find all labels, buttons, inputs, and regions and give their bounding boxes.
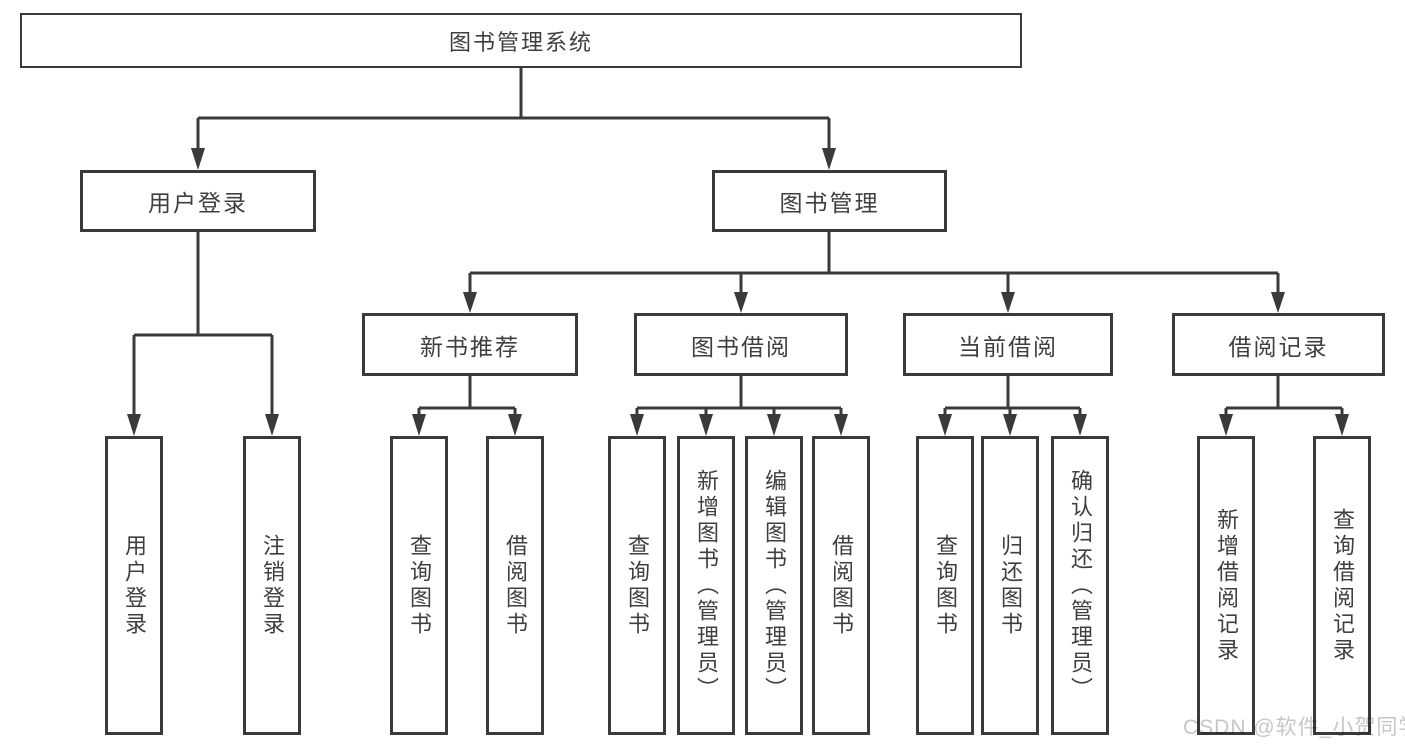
connector-book-borrow-to-leaves: [630, 376, 848, 436]
leaf-query-books-borrow: 查询图书: [608, 436, 666, 735]
leaf-query-books-current: 查询图书: [916, 436, 974, 735]
node-root-system: 图书管理系统: [20, 13, 1022, 68]
node-borrow-records: 借阅记录: [1172, 313, 1385, 376]
leaf-borrow-books: 借阅图书: [812, 436, 870, 735]
leaf-add-book-admin: 新增图书（管理员）: [677, 436, 735, 735]
leaf-query-borrow-record: 查询借阅记录: [1313, 436, 1371, 735]
leaf-edit-book-admin: 编辑图书（管理员）: [745, 436, 803, 735]
node-user-login: 用户登录: [80, 170, 316, 232]
leaf-add-borrow-record: 新增借阅记录: [1197, 436, 1255, 735]
connector-borrow-records-to-leaves: [1219, 376, 1349, 436]
leaf-return-books: 归还图书: [981, 436, 1039, 735]
connector-current-borrow-to-leaves: [938, 376, 1087, 436]
leaf-user-login: 用户登录: [105, 436, 163, 735]
connector-new-book-to-leaves: [412, 376, 522, 436]
node-current-borrow: 当前借阅: [903, 313, 1113, 376]
connector-root-to-level1: [191, 68, 836, 170]
leaf-query-books-recommend: 查询图书: [390, 436, 448, 735]
leaf-logout: 注销登录: [243, 436, 301, 735]
node-book-management: 图书管理: [712, 170, 947, 232]
node-new-book-recommend: 新书推荐: [362, 313, 578, 376]
connector-user-login-to-leaves: [127, 232, 279, 436]
leaf-borrow-books-recommend: 借阅图书: [486, 436, 544, 735]
csdn-watermark: CSDN @软件_小贺同学: [1183, 716, 1405, 739]
connector-book-management-to-level2: [463, 232, 1285, 313]
node-book-borrow: 图书借阅: [634, 313, 848, 376]
leaf-confirm-return-admin: 确认归还（管理员）: [1051, 436, 1109, 735]
